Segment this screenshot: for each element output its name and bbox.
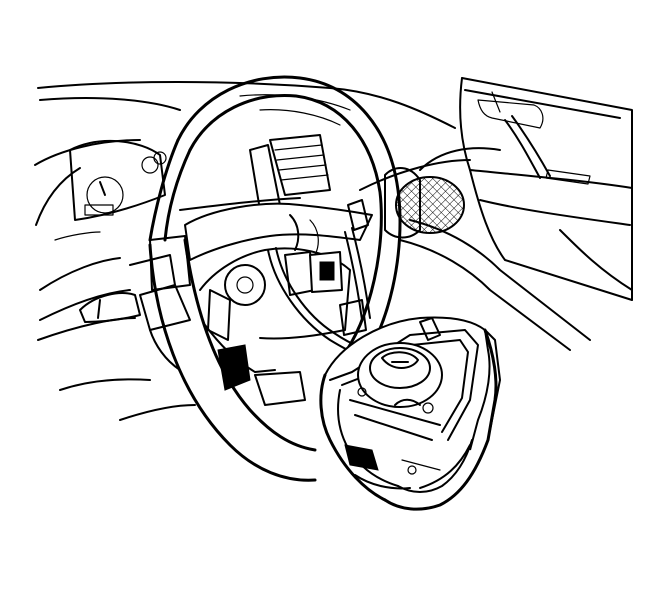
steering-wheel-rim [148,75,402,482]
instrument-cluster [54,139,167,241]
steering-wheel-hub [184,199,373,406]
door-panel [359,77,633,351]
dashboard [34,81,456,421]
airbag-module [319,316,501,511]
